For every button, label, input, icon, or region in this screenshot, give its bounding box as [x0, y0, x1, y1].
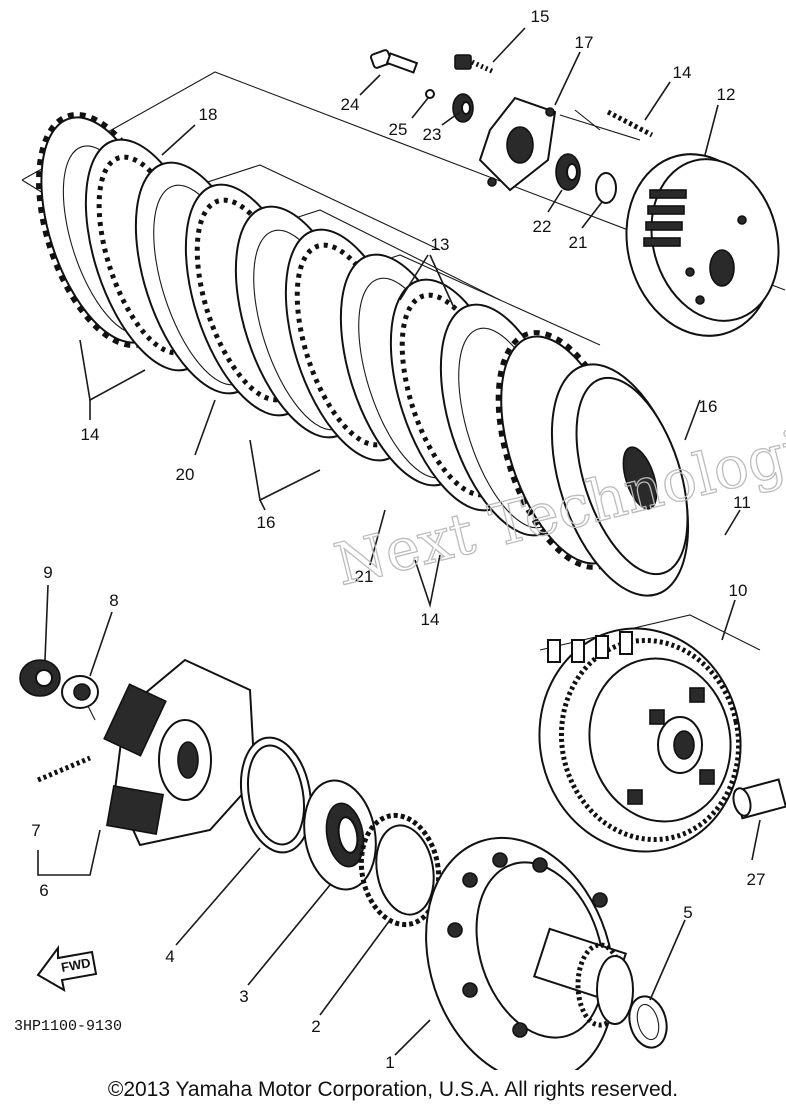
callout-8: 8	[109, 591, 118, 610]
callout-7: 7	[31, 821, 40, 840]
callout-11: 11	[733, 493, 751, 512]
callout-19: 17	[575, 33, 594, 52]
callout-1: 1	[385, 1053, 394, 1070]
callout-24: 23	[423, 125, 442, 144]
callout-4: 4	[165, 947, 174, 966]
copyright-notice: ©2013 Yamaha Motor Corporation, U.S.A. A…	[107, 1078, 679, 1101]
callout-3: 3	[239, 987, 248, 1006]
leader-lines	[37, 27, 761, 1056]
callout-21-right: 21	[355, 567, 374, 586]
callout-2: 2	[311, 1017, 320, 1036]
callout-18: 15	[531, 7, 550, 26]
callout-labels: 15 17 14 12 24 25 23 18 22 21 13 14 20 1…	[31, 7, 765, 1070]
callout-20: 18	[199, 105, 218, 124]
callout-13: 13	[431, 235, 450, 254]
clutch-boss	[625, 153, 780, 337]
primary-driven-gear	[538, 627, 742, 853]
lower-middle-parts	[240, 736, 442, 928]
callout-27: 27	[747, 870, 766, 889]
lower-left-parts	[19, 658, 257, 847]
callout-5: 5	[683, 903, 692, 922]
fwd-arrow-icon: FWD	[36, 944, 98, 992]
callout-21-left: 20	[176, 465, 195, 484]
clutch-housing	[425, 836, 634, 1070]
callout-9: 9	[43, 563, 52, 582]
callout-14-right: 14	[421, 610, 440, 629]
exploded-parts-diagram: 15 17 14 12 24 25 23 18 22 21 13 14 20 1…	[14, 7, 786, 1070]
callout-6: 6	[39, 881, 48, 900]
callout-23: 22	[533, 217, 552, 236]
callout-16: 16	[699, 397, 718, 416]
callout-22: 21	[569, 233, 588, 252]
drawing-code: 3HP1100-9130	[14, 1018, 122, 1035]
callout-26: 25	[389, 120, 408, 139]
callout-25: 24	[341, 95, 360, 114]
pressure-plate	[550, 363, 690, 597]
collar	[732, 778, 786, 820]
callout-12: 12	[717, 85, 736, 104]
callout-15: 16	[257, 513, 276, 532]
fwd-label: FWD	[60, 955, 92, 975]
callout-17: 14	[673, 63, 692, 82]
top-small-parts	[369, 49, 654, 204]
callout-14-left: 14	[81, 425, 100, 444]
callout-10: 10	[729, 581, 748, 600]
